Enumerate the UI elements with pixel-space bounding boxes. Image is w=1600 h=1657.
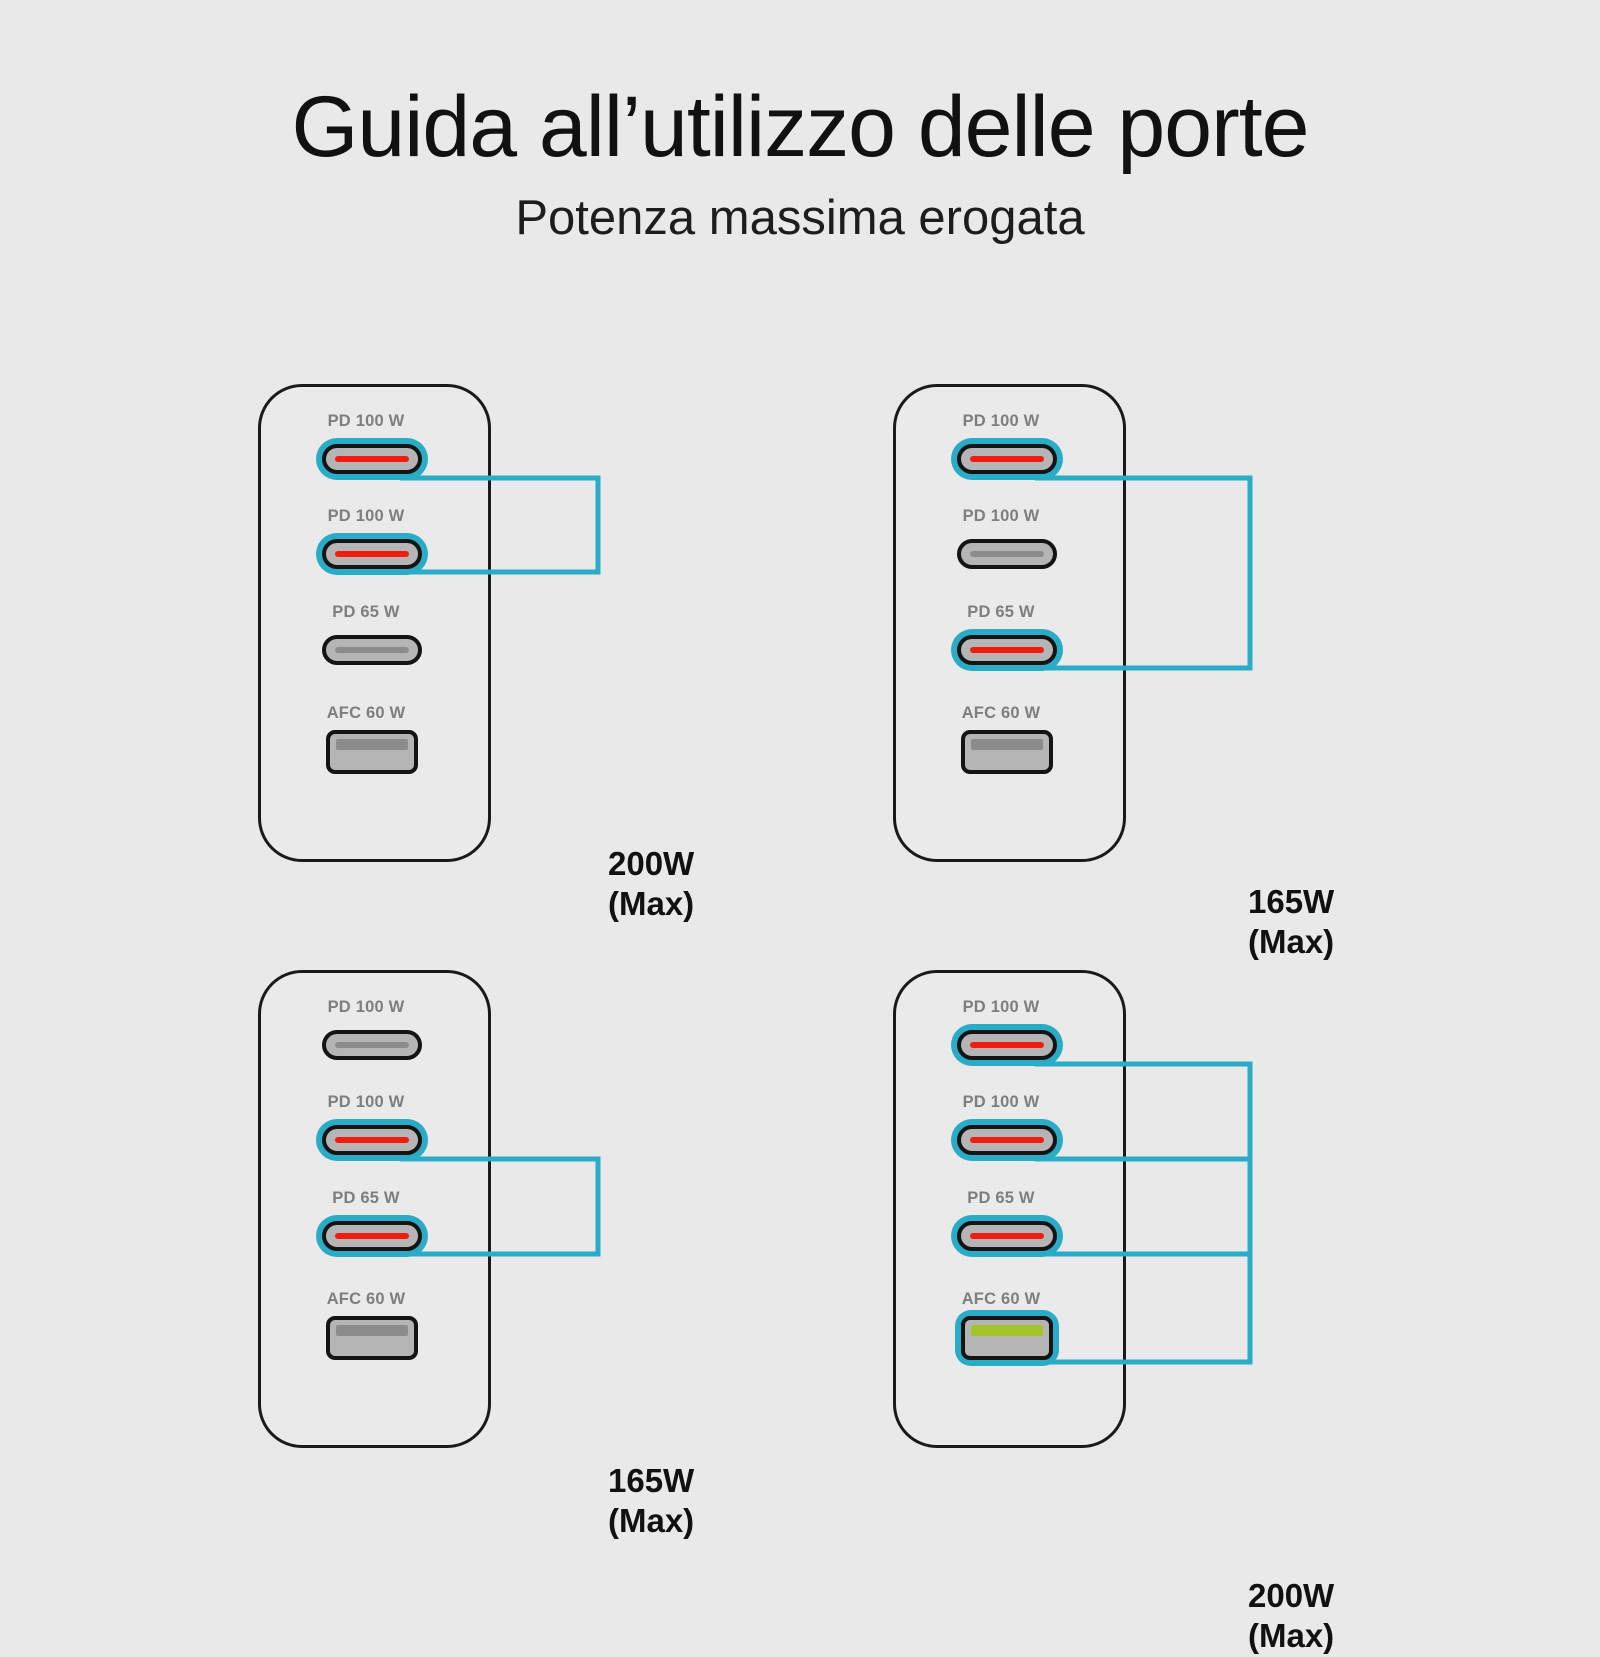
power-max-note: (Max) — [1248, 1617, 1335, 1655]
port-slot[interactable]: PD 100 W — [258, 412, 497, 508]
power-output-label: 200W (Max) — [608, 844, 694, 925]
port-label: PD 100 W — [327, 1093, 405, 1111]
port-status-bar — [336, 1325, 408, 1336]
port-slot[interactable]: PD 100 W — [893, 1093, 1132, 1189]
usb-a-port[interactable] — [320, 1310, 424, 1366]
port-slot[interactable]: AFC 60 W — [893, 1290, 1132, 1386]
port-status-bar — [335, 1137, 409, 1143]
port-slot[interactable]: AFC 60 W — [258, 704, 497, 800]
port-slot[interactable]: PD 100 W — [893, 412, 1132, 508]
port-slot[interactable]: PD 100 W — [258, 507, 497, 603]
usb-c-port[interactable] — [316, 1215, 428, 1257]
port-status-bar — [335, 1042, 409, 1048]
port-status-bar — [971, 739, 1043, 750]
port-status-bar — [971, 1325, 1043, 1336]
usb-c-port[interactable] — [316, 629, 428, 671]
port-slot[interactable]: AFC 60 W — [893, 704, 1132, 800]
port-status-bar — [335, 456, 409, 462]
port-slot[interactable]: PD 100 W — [893, 507, 1132, 603]
usb-a-port[interactable] — [955, 1310, 1059, 1366]
port-status-bar — [970, 456, 1044, 462]
charger-panel: PD 100 W PD 100 W PD 65 W AFC 60 W 165W — [235, 958, 935, 1539]
power-value: 165W — [608, 1462, 695, 1499]
usb-a-port[interactable] — [955, 724, 1059, 780]
port-status-bar — [335, 647, 409, 653]
port-label: PD 65 W — [332, 1189, 400, 1207]
power-value: 200W — [1248, 1577, 1335, 1614]
port-status-bar — [970, 1233, 1044, 1239]
charger-panel: PD 100 W PD 100 W PD 65 W AFC 60 W 200W — [870, 958, 1570, 1654]
port-status-bar — [336, 739, 408, 750]
usb-c-port[interactable] — [951, 1024, 1063, 1066]
port-slot[interactable]: PD 65 W — [893, 603, 1132, 699]
page-title: Guida all’utilizzo delle porte — [291, 79, 1310, 175]
port-label: PD 100 W — [962, 507, 1040, 525]
power-output-label: 165W (Max) — [1248, 882, 1334, 963]
charger-panel: PD 100 W PD 100 W PD 65 W AFC 60 W 200W — [235, 372, 935, 932]
usb-c-port[interactable] — [316, 438, 428, 480]
port-slot[interactable]: PD 100 W — [258, 998, 497, 1094]
power-output-label: 165W (Max) — [608, 1461, 694, 1542]
power-output-label: 200W (Max) — [1248, 1576, 1334, 1657]
port-slot[interactable]: PD 100 W — [258, 1093, 497, 1189]
port-slot[interactable]: PD 65 W — [893, 1189, 1132, 1285]
charger-panel: PD 100 W PD 100 W PD 65 W AFC 60 W 165W — [870, 372, 1570, 960]
port-status-bar — [335, 1233, 409, 1239]
ports-column: PD 100 W PD 100 W PD 65 W AFC 60 W — [258, 970, 497, 1448]
usb-c-port[interactable] — [316, 533, 428, 575]
usb-c-port[interactable] — [951, 533, 1063, 575]
header: Guida all’utilizzo delle porte Potenza m… — [0, 0, 1600, 246]
port-label: AFC 60 W — [961, 1290, 1041, 1308]
port-label: PD 65 W — [332, 603, 400, 621]
ports-column: PD 100 W PD 100 W PD 65 W AFC 60 W — [893, 384, 1132, 862]
usb-c-port[interactable] — [951, 629, 1063, 671]
port-slot[interactable]: PD 100 W — [893, 998, 1132, 1094]
port-slot[interactable]: PD 65 W — [258, 1189, 497, 1285]
page-subtitle: Potenza massima erogata — [515, 191, 1085, 246]
port-label: AFC 60 W — [961, 704, 1041, 722]
power-max-note: (Max) — [608, 1502, 695, 1540]
port-label: PD 65 W — [967, 1189, 1035, 1207]
port-label: PD 100 W — [327, 507, 405, 525]
power-max-note: (Max) — [608, 885, 695, 923]
port-label: PD 100 W — [327, 998, 405, 1016]
power-value: 200W — [608, 845, 695, 882]
usb-c-port[interactable] — [951, 1215, 1063, 1257]
port-slot[interactable]: PD 65 W — [258, 603, 497, 699]
ports-column: PD 100 W PD 100 W PD 65 W AFC 60 W — [258, 384, 497, 862]
port-status-bar — [970, 551, 1044, 557]
port-label: PD 100 W — [962, 1093, 1040, 1111]
port-label: PD 100 W — [327, 412, 405, 430]
port-label: PD 65 W — [967, 603, 1035, 621]
port-label: PD 100 W — [962, 998, 1040, 1016]
ports-column: PD 100 W PD 100 W PD 65 W AFC 60 W — [893, 970, 1132, 1448]
port-status-bar — [970, 1137, 1044, 1143]
usb-c-port[interactable] — [316, 1024, 428, 1066]
port-label: PD 100 W — [962, 412, 1040, 430]
port-status-bar — [970, 1042, 1044, 1048]
port-status-bar — [335, 551, 409, 557]
usb-c-port[interactable] — [951, 1119, 1063, 1161]
port-status-bar — [970, 647, 1044, 653]
port-slot[interactable]: AFC 60 W — [258, 1290, 497, 1386]
port-label: AFC 60 W — [326, 704, 406, 722]
power-value: 165W — [1248, 883, 1335, 920]
port-label: AFC 60 W — [326, 1290, 406, 1308]
usb-a-port[interactable] — [320, 724, 424, 780]
usb-c-port[interactable] — [316, 1119, 428, 1161]
power-max-note: (Max) — [1248, 923, 1335, 961]
usb-c-port[interactable] — [951, 438, 1063, 480]
